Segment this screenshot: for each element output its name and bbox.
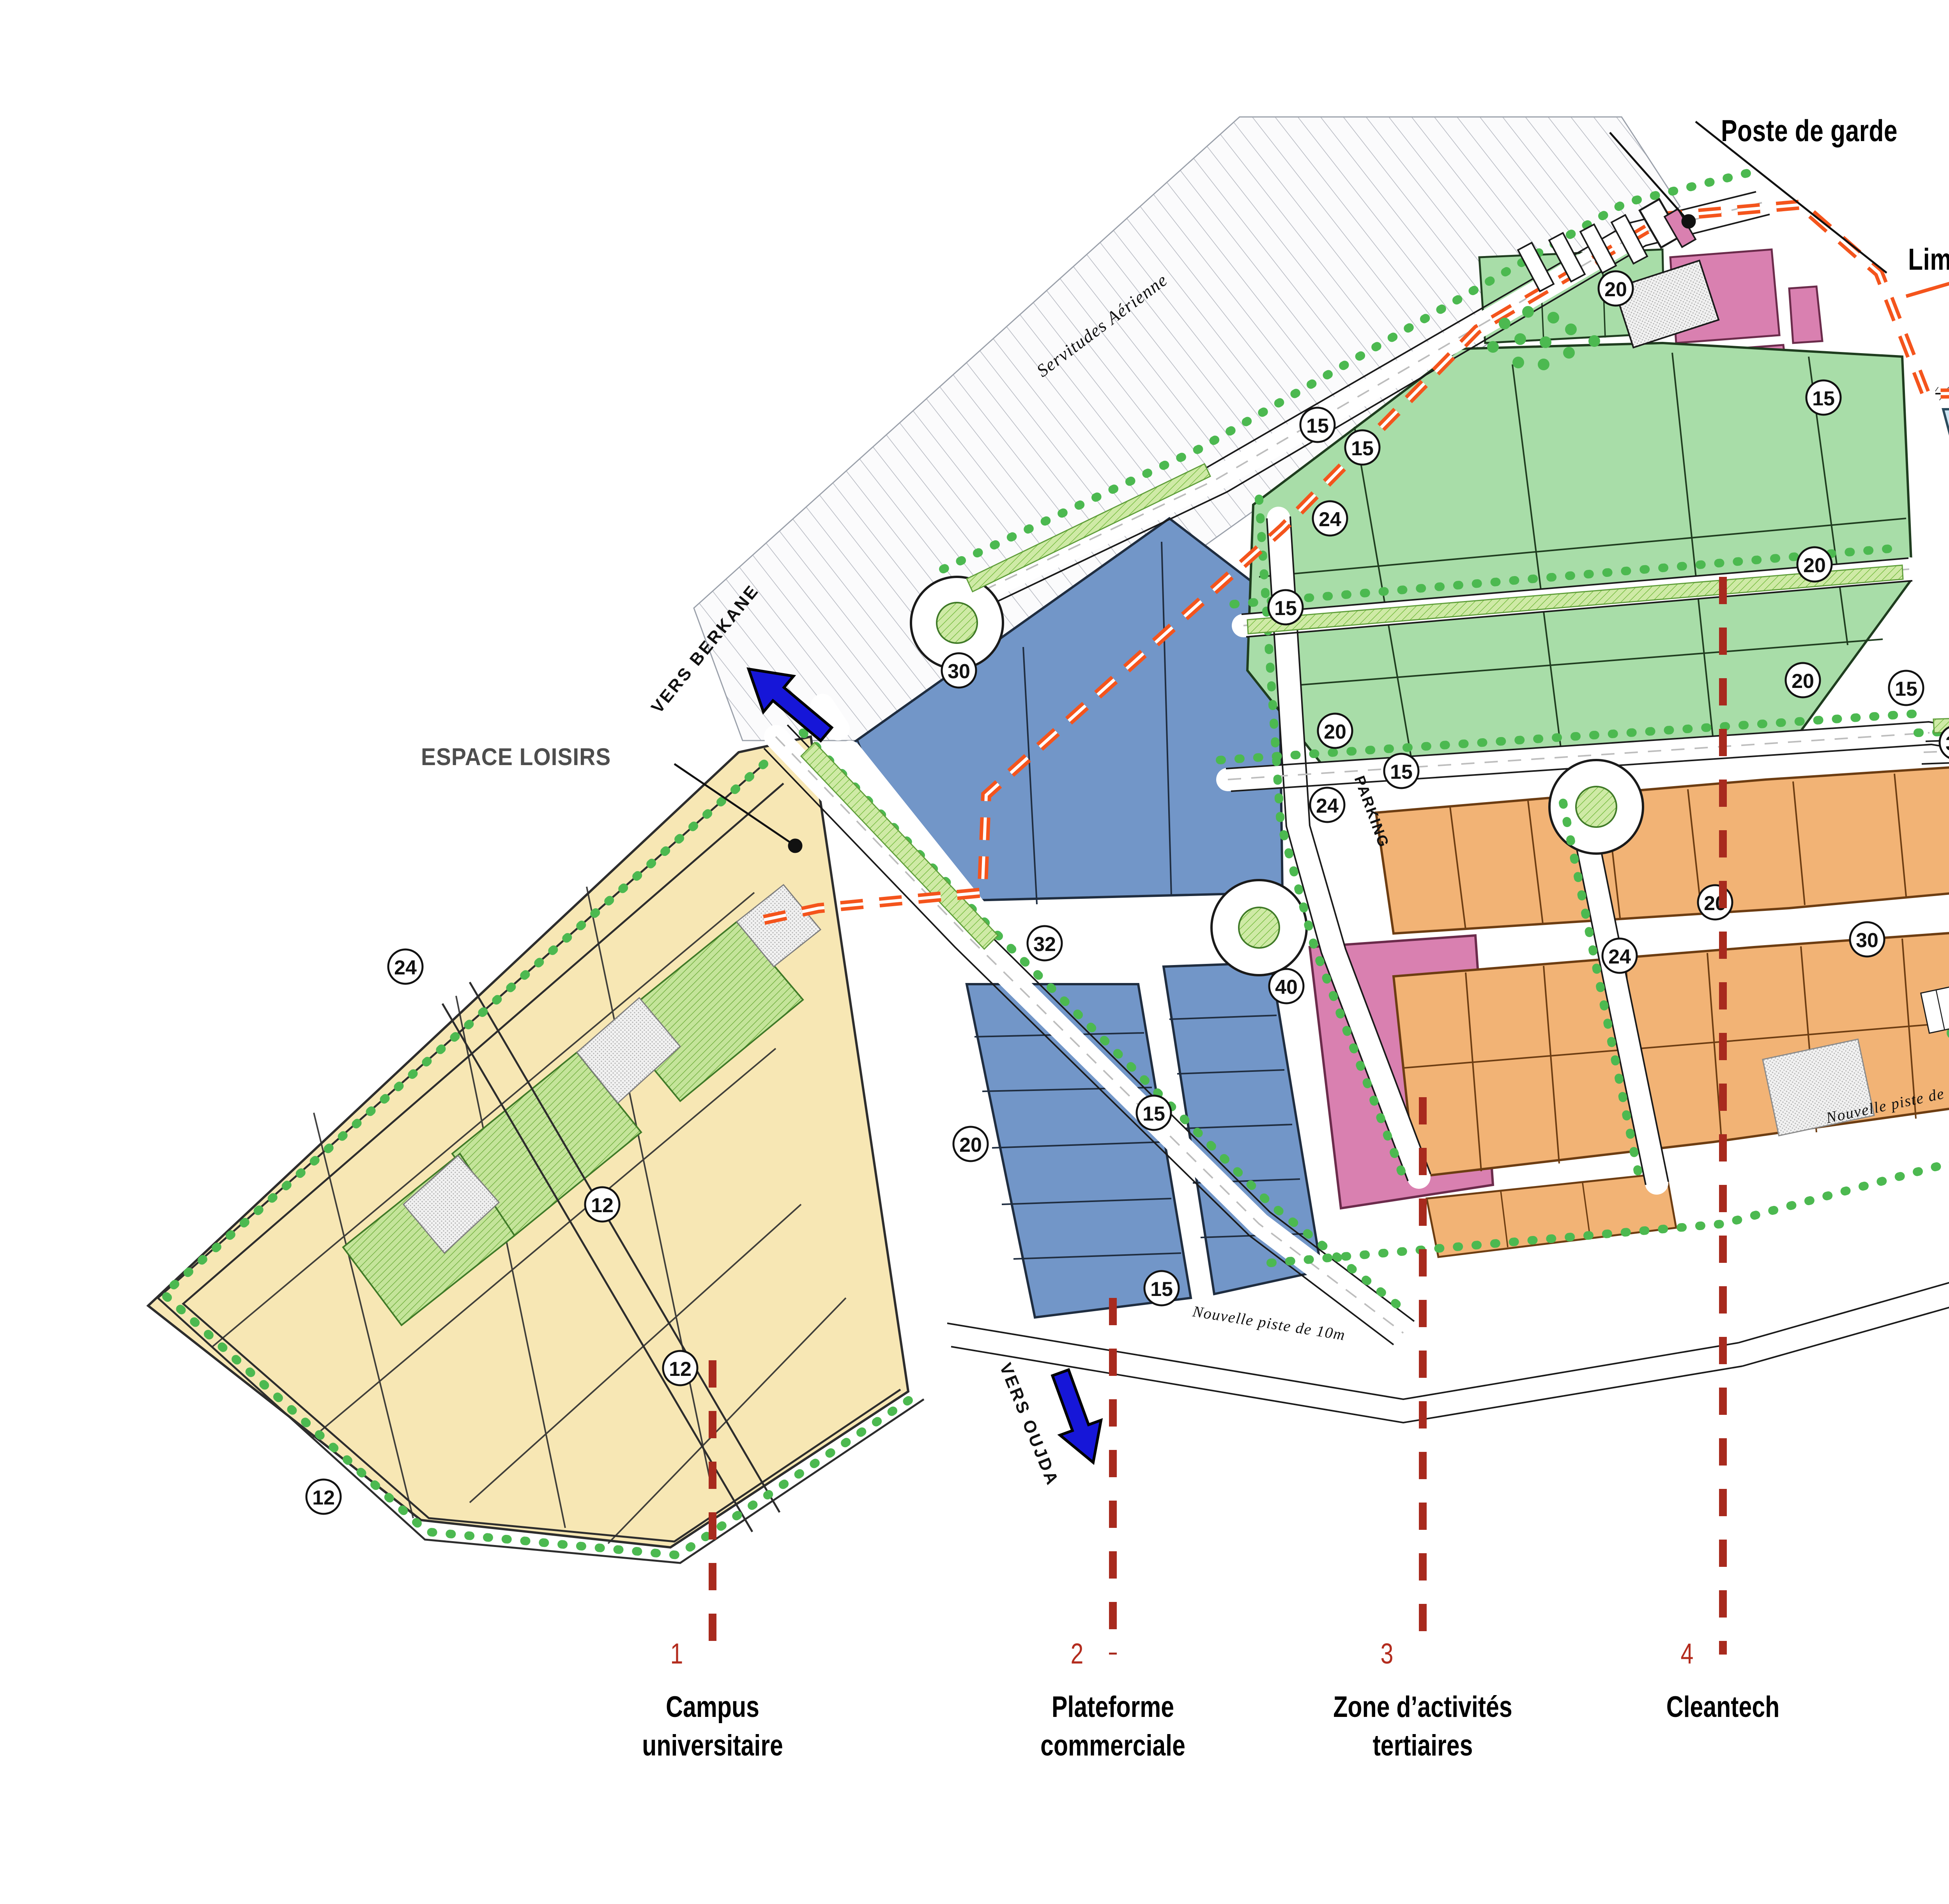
svg-text:12: 12 [312,1487,335,1509]
label-espace-loisirs: ESPACE LOISIRS [421,744,611,771]
legend-item-2[interactable]: 2 Plateforme commerciale [996,1637,1230,1765]
roundabout-est [1548,759,1644,855]
svg-text:20: 20 [959,1134,982,1156]
arrow-vers-berkane-icon [746,667,834,743]
svg-text:15: 15 [1143,1103,1165,1125]
zone-logistique[interactable] [1942,405,1949,971]
legend-label-3: Zone d’activités tertiaires [1329,1688,1516,1765]
svg-text:15: 15 [1812,387,1835,410]
svg-text:20: 20 [1604,278,1627,301]
legend-item-4[interactable]: 4 Cleantech [1606,1637,1840,1727]
legend-pointer-lines [709,577,1727,1655]
svg-text:20: 20 [1803,554,1826,577]
svg-text:12: 12 [669,1358,692,1381]
roundabout-centre [1210,879,1308,976]
legend-2-line-2: commerciale [1040,1729,1185,1762]
svg-text:15: 15 [1274,597,1297,620]
svg-text:12: 12 [591,1194,614,1217]
legend-label-4: Cleantech [1629,1688,1816,1727]
svg-text:24: 24 [1319,508,1341,531]
svg-text:40: 40 [1275,976,1298,999]
callout-limite-zone-franche: Limite zone franche [1908,242,1949,276]
svg-text:15: 15 [1306,415,1329,437]
legend-3-line-1: Zone d’activités [1333,1690,1512,1724]
road-width-markers: 15 20 24 15 15 15 20 20 15 20 24 15 20 2… [306,271,1949,1514]
legend-number-1: 1 [670,1637,683,1670]
svg-text:20: 20 [1324,721,1346,743]
svg-text:30: 30 [948,660,970,683]
legend-item-5[interactable]: 5 Zone industrielle PME - PMI [1924,1637,1949,1803]
svg-text:24: 24 [394,956,417,979]
svg-text:15: 15 [1895,678,1917,700]
svg-text:15: 15 [1390,761,1413,783]
svg-text:32: 32 [1033,933,1056,956]
legend-1-line-1: Campus [666,1690,759,1724]
legend-5-line-1: Zone [1947,1688,1949,1727]
tree-lines [157,167,1949,1560]
poste-de-garde-structures [1517,198,1720,349]
tree-clusters [1487,306,1949,1038]
svg-text:30: 30 [1945,732,1949,755]
leader-line-zone-franche [1905,282,1949,298]
legend-4-line-1: Cleantech [1666,1690,1780,1724]
legend-item-1[interactable]: 1 Campus universitaire [596,1637,829,1765]
parking-rows [1762,941,1949,1137]
legend-number-2: 2 [1070,1637,1084,1670]
svg-text:20: 20 [1792,670,1814,693]
svg-text:15: 15 [1351,437,1374,460]
legend-3-line-2: tertiaires [1372,1729,1473,1762]
callout-poste-de-garde: Poste de garde [1721,113,1898,148]
legend-5-line-3: PME - PMI [1947,1765,1949,1804]
arrow-vers-oujda-icon [1051,1368,1103,1465]
nouvelle-piste-lines [947,1282,1949,1424]
leader-lines [674,121,1887,853]
svg-text:15: 15 [1150,1278,1173,1301]
svg-text:24: 24 [1608,946,1631,968]
legend-2-line-1: Plateforme [1051,1690,1174,1724]
legend-number-3: 3 [1380,1637,1394,1670]
svg-text:30: 30 [1856,929,1878,952]
legend-item-3[interactable]: 3 Zone d’activités tertiaires [1306,1637,1540,1765]
legend-label-1: Campus universitaire [619,1688,806,1765]
legend-label-5: Zone industrielle PME - PMI [1947,1688,1949,1803]
legend-1-line-2: universitaire [642,1729,783,1762]
svg-text:24: 24 [1316,795,1339,817]
legend-number-5: 5 [1911,1637,1949,1670]
legend-number-4: 4 [1680,1637,1694,1670]
zone-campus-universitaire[interactable] [146,735,925,1564]
legend-label-2: Plateforme commerciale [1019,1688,1206,1765]
legend-5-line-2: industrielle [1947,1727,1949,1765]
